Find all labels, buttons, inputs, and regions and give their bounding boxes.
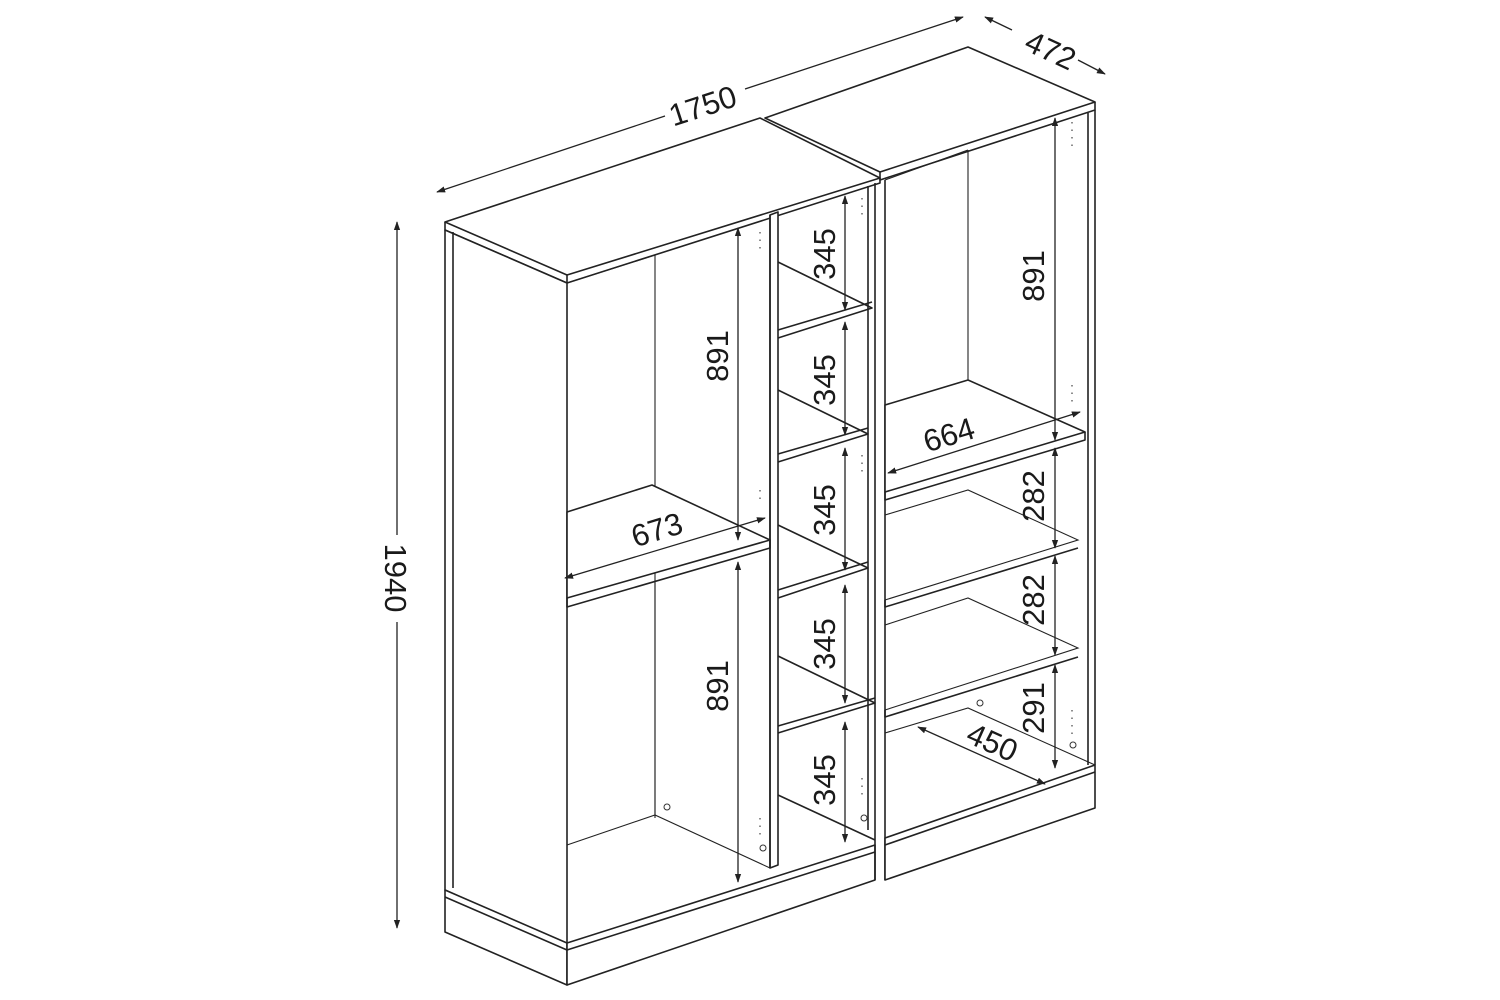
- left-shelf-gap-4-label: 345: [807, 618, 842, 670]
- left-shelf-gap-5-label: 345: [807, 754, 842, 806]
- left-shelf-gap-1-label: 345: [807, 228, 842, 280]
- right-plinth: [884, 764, 1096, 881]
- left-shelf-gap-3-label: 345: [807, 484, 842, 536]
- left-hanging-lower-label: 891: [700, 660, 735, 712]
- overall-depth-label: 472: [1020, 24, 1082, 78]
- dimension-lines: [393, 16, 1106, 929]
- right-shelf-gap-1-label: 282: [1016, 470, 1051, 522]
- left-side-panel: [444, 229, 568, 946]
- right-shelf-gap-2-label: 282: [1016, 574, 1051, 626]
- left-hanging-upper-label: 891: [700, 330, 735, 382]
- left-shelf-gap-2-label: 345: [807, 354, 842, 406]
- right-shelf-gap-3-label: 291: [1016, 682, 1051, 734]
- right-hanging-upper-label: 891: [1016, 250, 1051, 302]
- overall-width-label: 1750: [665, 79, 741, 134]
- overall-height-label: 1940: [378, 544, 413, 613]
- right-shelf-depth-label: 450: [962, 716, 1023, 769]
